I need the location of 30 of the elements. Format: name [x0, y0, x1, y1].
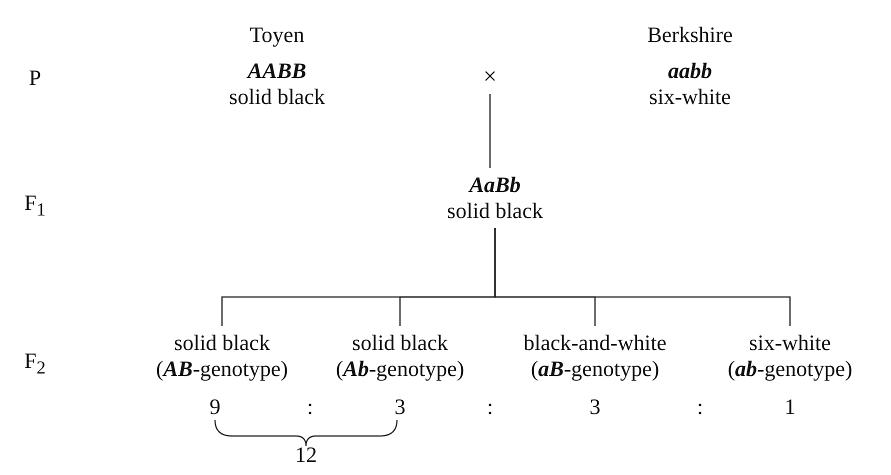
ratio-number: 1	[784, 394, 796, 420]
ratio-number: 9	[210, 394, 220, 420]
phenotype-text: solid black	[174, 330, 270, 356]
pedigree-line	[494, 228, 791, 326]
cross-symbol: ×	[483, 64, 497, 90]
phenotype-text: (AB-genotype)	[156, 356, 288, 382]
generation-label: F$_{2}$	[24, 348, 46, 380]
genotype-text: AaBb	[469, 172, 521, 198]
ratio-number: 3	[590, 394, 600, 420]
phenotype-text: solid black	[352, 330, 448, 356]
pedigree-line	[489, 94, 491, 168]
phenotype-text: six-white	[649, 84, 731, 110]
phenotype-text: six-white	[749, 330, 831, 356]
ratio-number: 3	[394, 394, 406, 420]
phenotype-text: (ab-genotype)	[728, 356, 852, 382]
breed-name: Berkshire	[647, 22, 733, 48]
breed-name: Toyen	[250, 22, 304, 48]
phenotype-text: solid black	[447, 198, 543, 224]
genotype-text: AABB	[248, 58, 306, 84]
ratio-colon: :	[486, 394, 494, 420]
ratio-sum: 12	[295, 442, 317, 468]
genotype-text: aabb	[668, 58, 712, 84]
phenotype-text: (aB-genotype)	[530, 356, 660, 382]
phenotype-text: (Ab-genotype)	[336, 356, 464, 382]
ratio-colon: :	[306, 394, 314, 420]
generation-label: F$_{1}$	[24, 190, 46, 222]
phenotype-text: solid black	[229, 84, 325, 110]
phenotype-text: black-and-white	[524, 330, 666, 356]
ratio-colon: :	[696, 394, 704, 420]
generation-label: P	[28, 65, 42, 91]
